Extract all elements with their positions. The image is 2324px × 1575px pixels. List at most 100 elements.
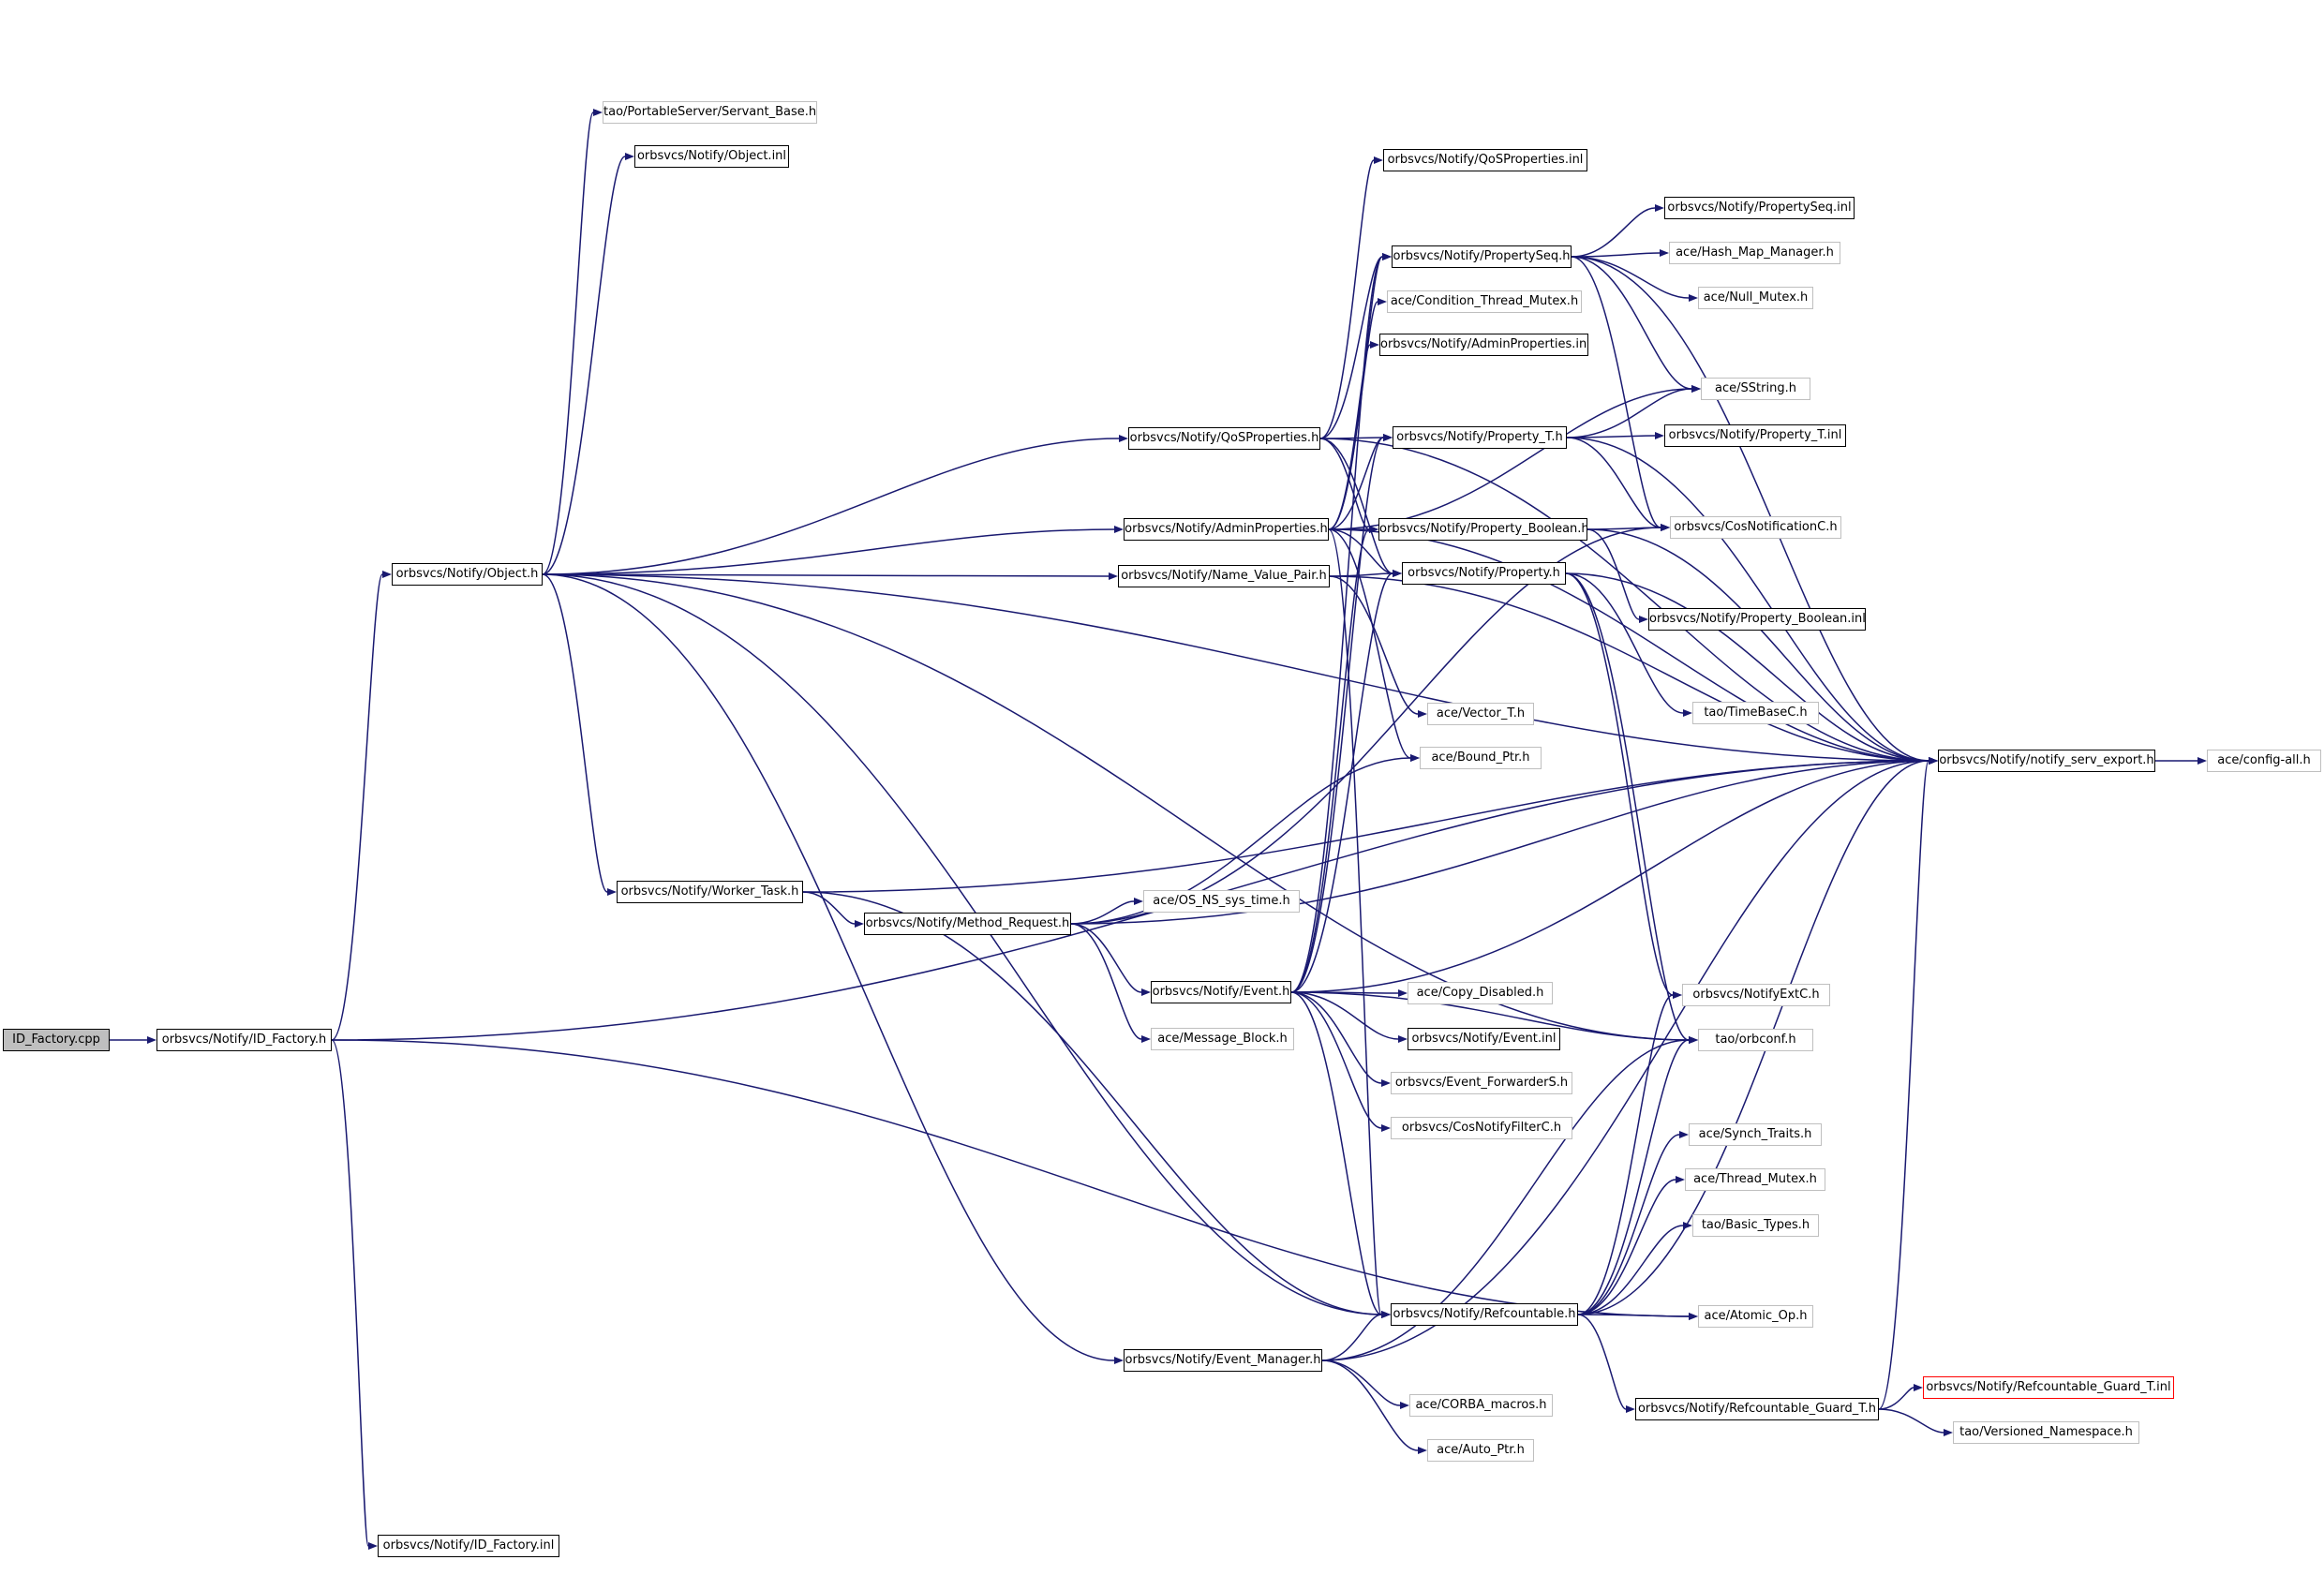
- edge-event-manager-h-to-auto-ptr-h: [1321, 1360, 1419, 1451]
- node-admin-properties-inl[interactable]: orbsvcs/Notify/AdminProperties.inl: [1379, 334, 1588, 356]
- edge-arrowhead: [1134, 898, 1143, 905]
- node-message-block-h[interactable]: ace/Message_Block.h: [1151, 1028, 1294, 1050]
- edge-refcountable-guard-t-h-to-versioned-namespace-h: [1878, 1408, 1944, 1434]
- edge-property-h-to-notify-ext-c-h: [1565, 572, 1674, 996]
- edge-property-seq-h-to-property-seq-inl: [1571, 207, 1656, 258]
- node-event-manager-h[interactable]: orbsvcs/Notify/Event_Manager.h: [1124, 1349, 1322, 1372]
- edge-arrowhead: [1914, 1384, 1923, 1391]
- edge-refcountable-h-to-synch-traits-h: [1577, 1134, 1680, 1315]
- edge-arrowhead: [1661, 524, 1670, 531]
- node-servant-base-h[interactable]: tao/PortableServer/Servant_Base.h: [603, 101, 817, 124]
- edge-property-h-to-orbconf-h: [1565, 572, 1690, 1041]
- edge-id-factory-h-to-object-h: [331, 573, 383, 1041]
- node-vector-t-h[interactable]: ace/Vector_T.h: [1427, 703, 1534, 725]
- edge-event-manager-h-to-notify-serv-export-h: [1321, 760, 1929, 1361]
- edge-event-h-to-property-h: [1290, 572, 1393, 993]
- edge-property-seq-h-to-sstring-h: [1571, 256, 1692, 390]
- node-object-inl[interactable]: orbsvcs/Notify/Object.inl: [634, 145, 789, 168]
- node-property-t-inl[interactable]: orbsvcs/Notify/Property_T.inl: [1664, 424, 1846, 447]
- edge-arrowhead: [1378, 298, 1387, 305]
- node-copy-disabled-h[interactable]: ace/Copy_Disabled.h: [1408, 982, 1553, 1004]
- edge-property-seq-h-to-cos-notification-c-h: [1571, 256, 1661, 528]
- edge-name-value-pair-h-to-vector-t-h: [1329, 575, 1419, 715]
- node-basic-types-h[interactable]: tao/Basic_Types.h: [1692, 1214, 1819, 1237]
- edge-arrowhead: [1655, 432, 1664, 439]
- edge-arrowhead: [1418, 1447, 1427, 1454]
- node-refcountable-h[interactable]: orbsvcs/Notify/Refcountable.h: [1391, 1303, 1578, 1326]
- node-hash-map-manager-h[interactable]: ace/Hash_Map_Manager.h: [1669, 242, 1840, 264]
- edge-arrowhead: [1689, 294, 1698, 302]
- node-cos-notification-c-h[interactable]: orbsvcs/CosNotificationC.h: [1670, 516, 1841, 539]
- edge-arrowhead: [1400, 1402, 1409, 1409]
- node-bound-ptr-h[interactable]: ace/Bound_Ptr.h: [1420, 747, 1542, 769]
- node-sstring-h[interactable]: ace/SString.h: [1701, 378, 1810, 400]
- node-time-base-c-h[interactable]: tao/TimeBaseC.h: [1692, 702, 1819, 724]
- edge-worker-task-h-to-refcountable-h: [802, 891, 1382, 1315]
- edge-refcountable-guard-t-h-to-refcountable-guard-t-inl: [1878, 1387, 1914, 1410]
- edge-method-request-h-to-bound-ptr-h: [1070, 757, 1411, 925]
- node-property-boolean-inl[interactable]: orbsvcs/Notify/Property_Boolean.inl: [1648, 608, 1866, 631]
- node-condition-thread-mutex-h[interactable]: ace/Condition_Thread_Mutex.h: [1387, 290, 1582, 313]
- edge-method-request-h-to-event-h: [1070, 923, 1142, 993]
- node-id-factory-inl[interactable]: orbsvcs/Notify/ID_Factory.inl: [378, 1535, 559, 1557]
- node-refcountable-guard-t-h[interactable]: orbsvcs/Notify/Refcountable_Guard_T.h: [1635, 1398, 1879, 1420]
- edge-arrowhead: [1114, 526, 1124, 533]
- node-property-h[interactable]: orbsvcs/Notify/Property.h: [1402, 562, 1566, 585]
- edge-event-h-to-property-seq-h: [1290, 256, 1383, 993]
- node-name-value-pair-h[interactable]: orbsvcs/Notify/Name_Value_Pair.h: [1118, 565, 1330, 587]
- node-notify-serv-export-h[interactable]: orbsvcs/Notify/notify_serv_export.h: [1938, 750, 2155, 772]
- edge-object-h-to-event-manager-h: [542, 573, 1115, 1361]
- node-property-t-h[interactable]: orbsvcs/Notify/Property_T.h: [1393, 426, 1567, 449]
- edge-event-h-to-event-inl: [1290, 991, 1399, 1040]
- edge-arrowhead: [1109, 572, 1118, 580]
- edge-object-h-to-name-value-pair-h: [542, 573, 1110, 577]
- node-qos-properties-inl[interactable]: orbsvcs/Notify/QoSProperties.inl: [1383, 149, 1587, 171]
- node-property-seq-inl[interactable]: orbsvcs/Notify/PropertySeq.inl: [1664, 197, 1855, 219]
- edge-object-h-to-worker-task-h: [542, 573, 608, 893]
- node-event-forwarder-s-h[interactable]: orbsvcs/Event_ForwarderS.h: [1391, 1072, 1572, 1094]
- node-id-factory-h[interactable]: orbsvcs/Notify/ID_Factory.h: [156, 1029, 332, 1051]
- edge-admin-properties-h-to-property-t-h: [1328, 437, 1384, 530]
- node-qos-properties-h[interactable]: orbsvcs/Notify/QoSProperties.h: [1128, 427, 1320, 450]
- node-method-request-h[interactable]: orbsvcs/Notify/Method_Request.h: [864, 913, 1071, 935]
- node-versioned-namespace-h[interactable]: tao/Versioned_Namespace.h: [1953, 1421, 2139, 1444]
- edge-worker-task-h-to-method-request-h: [802, 891, 856, 925]
- node-auto-ptr-h[interactable]: ace/Auto_Ptr.h: [1427, 1439, 1534, 1462]
- edge-arrowhead: [1374, 156, 1383, 164]
- edge-event-manager-h-to-orbconf-h: [1321, 1039, 1690, 1361]
- edge-arrowhead: [368, 1542, 378, 1550]
- node-worker-task-h[interactable]: orbsvcs/Notify/Worker_Task.h: [617, 881, 803, 903]
- node-property-seq-h[interactable]: orbsvcs/Notify/PropertySeq.h: [1392, 245, 1572, 268]
- edge-refcountable-h-to-atomic-op-h: [1577, 1314, 1690, 1317]
- edge-arrowhead: [1370, 341, 1379, 349]
- node-notify-ext-c-h[interactable]: orbsvcs/NotifyExtC.h: [1682, 984, 1830, 1006]
- node-property-boolean-h[interactable]: orbsvcs/Notify/Property_Boolean.h: [1378, 518, 1587, 541]
- edge-admin-properties-h-to-property-seq-h: [1328, 256, 1383, 530]
- edge-id-factory-h-to-atomic-op-h: [331, 1039, 1690, 1317]
- edge-property-h-to-time-base-c-h: [1565, 572, 1684, 714]
- node-atomic-op-h[interactable]: ace/Atomic_Op.h: [1698, 1305, 1813, 1328]
- node-null-mutex-h[interactable]: ace/Null_Mutex.h: [1698, 287, 1813, 309]
- edge-property-seq-h-to-notify-serv-export-h: [1571, 256, 1929, 762]
- node-refcountable-guard-t-inl[interactable]: orbsvcs/Notify/Refcountable_Guard_T.inl: [1923, 1376, 2174, 1399]
- node-cos-notify-filter-c-h[interactable]: orbsvcs/CosNotifyFilterC.h: [1391, 1117, 1572, 1139]
- node-orbconf-h[interactable]: tao/orbconf.h: [1698, 1029, 1813, 1051]
- edge-arrowhead: [1381, 1079, 1391, 1087]
- node-os-ns-sys-time-h[interactable]: ace/OS_NS_sys_time.h: [1143, 890, 1300, 913]
- node-event-inl[interactable]: orbsvcs/Notify/Event.inl: [1408, 1028, 1560, 1050]
- node-synch-traits-h[interactable]: ace/Synch_Traits.h: [1689, 1123, 1822, 1146]
- node-thread-mutex-h[interactable]: ace/Thread_Mutex.h: [1685, 1168, 1825, 1191]
- edge-qos-properties-h-to-qos-properties-inl: [1319, 159, 1375, 439]
- edge-worker-task-h-to-notify-serv-export-h: [802, 760, 1929, 893]
- node-admin-properties-h[interactable]: orbsvcs/Notify/AdminProperties.h: [1124, 518, 1329, 541]
- edge-method-request-h-to-notify-serv-export-h: [1070, 760, 1929, 925]
- node-id-factory-cpp[interactable]: ID_Factory.cpp: [3, 1029, 110, 1051]
- node-corba-macros-h[interactable]: ace/CORBA_macros.h: [1409, 1394, 1553, 1417]
- node-config-all-h[interactable]: ace/config-all.h: [2207, 750, 2321, 772]
- edge-arrowhead: [1398, 989, 1408, 997]
- node-event-h[interactable]: orbsvcs/Notify/Event.h: [1151, 981, 1291, 1003]
- node-object-h[interactable]: orbsvcs/Notify/Object.h: [392, 563, 543, 586]
- edge-event-manager-h-to-refcountable-h: [1321, 1314, 1382, 1361]
- edge-property-t-h-to-cos-notification-c-h: [1566, 437, 1661, 528]
- edge-arrowhead: [1626, 1405, 1635, 1413]
